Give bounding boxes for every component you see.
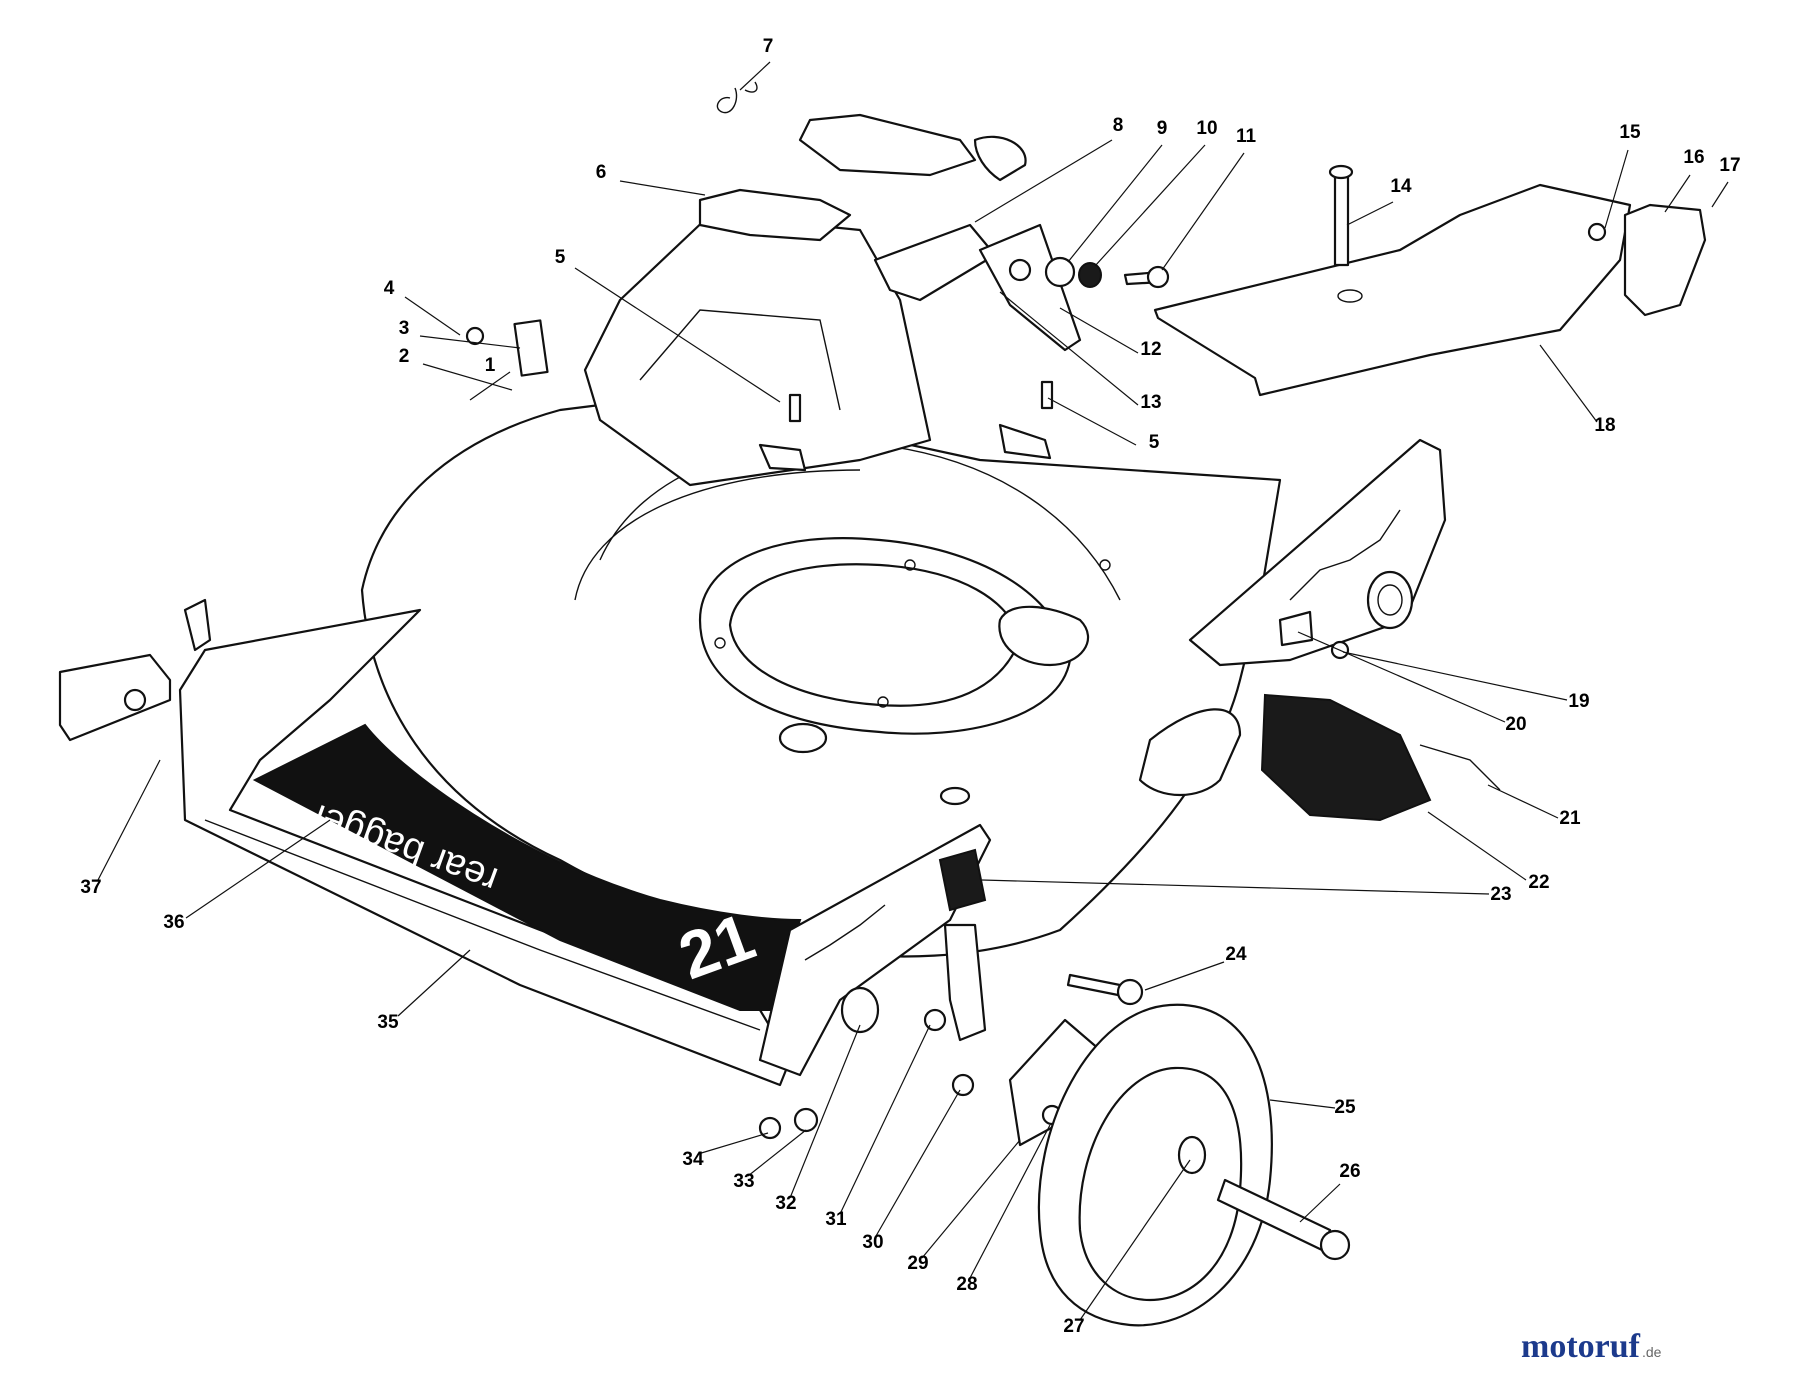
callout-22: 22 <box>1528 872 1549 893</box>
watermark-text: motoruf <box>1521 1328 1641 1365</box>
callout-18: 18 <box>1594 415 1615 436</box>
height-lever <box>938 848 987 1097</box>
callout-28: 28 <box>956 1274 977 1295</box>
callout-3: 3 <box>399 318 410 339</box>
callout-27: 27 <box>1063 1316 1084 1337</box>
callout-8: 8 <box>1113 115 1124 136</box>
callout-7: 7 <box>763 36 774 57</box>
callout-12: 12 <box>1140 339 1161 360</box>
callout-23: 23 <box>1490 884 1511 905</box>
callout-5b: 5 <box>1149 432 1160 453</box>
watermark-logo: motoruf .de <box>1521 1328 1662 1365</box>
rear-deflector <box>1153 164 1707 397</box>
callout-11: 11 <box>1236 126 1257 147</box>
callout-37: 37 <box>80 877 101 898</box>
callout-4: 4 <box>384 278 395 299</box>
callout-14: 14 <box>1390 176 1412 197</box>
axle-bolt-24 <box>1066 973 1144 1006</box>
callout-31: 31 <box>825 1209 847 1230</box>
callout-16: 16 <box>1683 147 1704 168</box>
callout-5a: 5 <box>555 247 566 268</box>
upper-housing <box>583 213 1052 487</box>
rear-height-adjuster <box>1188 438 1447 667</box>
leader-lines <box>97 61 1729 1321</box>
callout-36: 36 <box>163 912 184 933</box>
callout-15: 15 <box>1619 122 1641 143</box>
callout-33: 33 <box>733 1171 754 1192</box>
handle-part-6 <box>698 113 1027 242</box>
callout-2: 2 <box>399 346 410 367</box>
callout-35: 35 <box>377 1012 399 1033</box>
bracket-8-12 <box>873 223 1170 352</box>
callout-30: 30 <box>862 1232 883 1253</box>
callout-labels: 1 2 3 4 5 5 6 7 8 9 10 11 12 13 14 15 16… <box>80 36 1740 1337</box>
spring-7 <box>716 81 758 114</box>
callout-21: 21 <box>1559 808 1581 829</box>
callout-24: 24 <box>1225 944 1247 965</box>
callout-32: 32 <box>775 1193 796 1214</box>
callout-34: 34 <box>682 1149 704 1170</box>
front-height-adjuster <box>758 823 992 1077</box>
hardware <box>58 319 1054 1140</box>
wheel <box>1037 1003 1351 1327</box>
callout-9: 9 <box>1157 118 1168 139</box>
rear-flap <box>1260 693 1501 822</box>
callout-25: 25 <box>1334 1097 1356 1118</box>
mower-deck <box>360 393 1282 958</box>
callout-29: 29 <box>907 1253 928 1274</box>
callout-1: 1 <box>485 355 496 376</box>
callout-19: 19 <box>1568 691 1589 712</box>
callout-6: 6 <box>596 162 607 183</box>
watermark-tld: .de <box>1642 1344 1662 1360</box>
callout-20: 20 <box>1505 714 1526 735</box>
callout-13: 13 <box>1140 392 1161 413</box>
callout-17: 17 <box>1719 155 1740 176</box>
callout-10: 10 <box>1196 118 1217 139</box>
callout-26: 26 <box>1339 1161 1360 1182</box>
